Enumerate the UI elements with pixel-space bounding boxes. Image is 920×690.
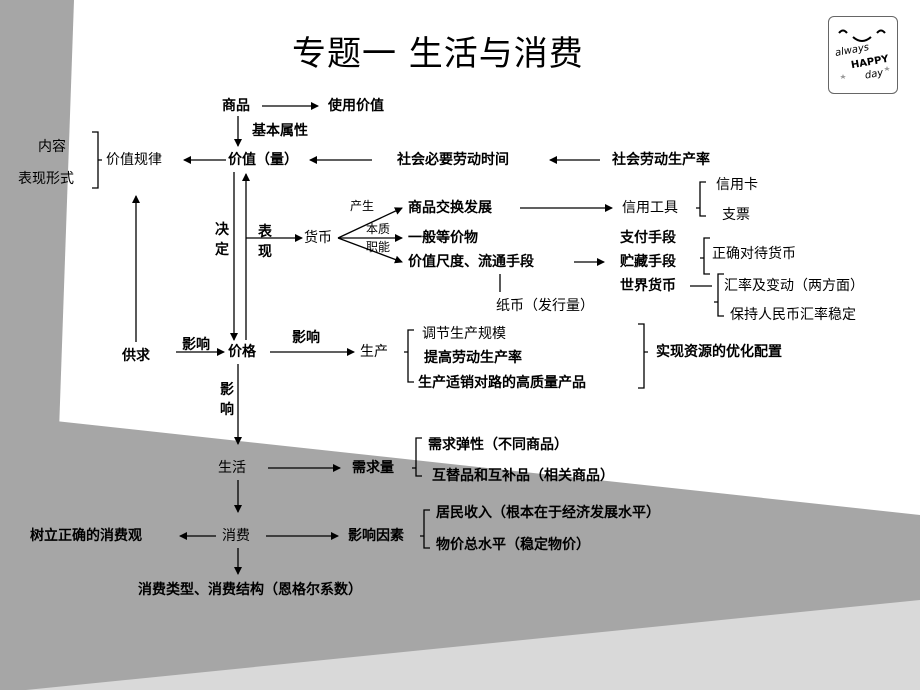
node-price: 价格 (228, 344, 256, 360)
node-world-money: 世界货币 (620, 278, 676, 294)
node-substitutes: 互替品和互补品（相关商品） (432, 468, 614, 484)
node-measure-circ: 价值尺度、流通手段 (408, 254, 534, 270)
node-social-time: 社会必要劳动时间 (397, 152, 509, 168)
node-right-view: 树立正确的消费观 (30, 528, 142, 544)
node-money: 货币 (304, 230, 332, 246)
bracket-production (404, 329, 414, 383)
node-credit-tools: 信用工具 (622, 200, 678, 216)
bracket-credit (696, 181, 706, 217)
label-affect-3: 影响 (220, 382, 234, 418)
node-raise-productivity: 提高劳动生产率 (424, 350, 522, 366)
node-adjust-scale: 调节生产规模 (422, 326, 506, 342)
label-origin: 产生 (350, 199, 375, 213)
node-general-equiv: 一般等价物 (408, 230, 478, 246)
node-credit-card: 信用卡 (716, 177, 758, 193)
bottom-gray-band (0, 415, 920, 690)
node-payment: 支付手段 (620, 230, 676, 246)
bracket-demand (412, 437, 422, 477)
node-commodity: 商品 (222, 98, 250, 114)
label-affect-1: 影响 (182, 337, 210, 353)
arrow-origin (337, 207, 403, 239)
node-optimize: 实现资源的优化配置 (656, 344, 782, 360)
bracket-law (92, 131, 102, 189)
node-storage: 贮藏手段 (620, 254, 676, 270)
node-cheque: 支票 (722, 207, 750, 223)
bracket-money-attitude (700, 237, 710, 275)
node-consumption: 消费 (222, 528, 250, 544)
label-decide: 决定 (215, 222, 229, 258)
node-price-level: 物价总水平（稳定物价） (436, 537, 590, 553)
node-income: 居民收入（根本在于经济发展水平） (436, 505, 660, 521)
label-function: 职能 (366, 240, 391, 254)
page-title: 专题一 生活与消费 (292, 34, 584, 74)
node-social-productivity: 社会劳动生产率 (612, 152, 710, 168)
node-law-of-value: 价值规律 (106, 152, 162, 168)
node-content: 内容 (38, 139, 66, 155)
node-use-value: 使用价值 (328, 98, 384, 114)
bracket-optimize (638, 323, 648, 389)
node-paper-money: 纸币（发行量） (496, 298, 594, 314)
bracket-factors (420, 509, 430, 549)
bottom-light-band (26, 600, 920, 690)
arrow-function (337, 237, 403, 264)
node-supply-demand: 供求 (122, 348, 150, 364)
node-exchange-dev: 商品交换发展 (408, 200, 492, 216)
node-basic-attr: 基本属性 (252, 123, 308, 139)
node-production: 生产 (360, 344, 388, 360)
label-affect-2: 影响 (292, 330, 320, 346)
node-types: 消费类型、消费结构（恩格尔系数） (138, 582, 362, 598)
smiley-icon (838, 29, 890, 79)
label-essence: 本质 (366, 222, 391, 236)
bracket-exchange (714, 273, 724, 317)
node-form: 表现形式 (18, 171, 74, 187)
always-happy-day-logo: always HAPPY day (828, 16, 898, 94)
node-life: 生活 (218, 460, 246, 476)
node-factors: 影响因素 (348, 528, 404, 544)
node-quality-products: 生产适销对路的高质量产品 (418, 375, 586, 391)
node-demand: 需求量 (352, 460, 394, 476)
node-keep-rmb: 保持人民币汇率稳定 (730, 307, 856, 323)
node-correct-money: 正确对待货币 (712, 246, 796, 262)
node-value: 价值（量） (228, 152, 298, 168)
node-elasticity: 需求弹性（不同商品） (428, 437, 568, 453)
node-exchange-rate: 汇率及变动（两方面） (724, 278, 864, 294)
label-express: 表现 (258, 224, 272, 260)
